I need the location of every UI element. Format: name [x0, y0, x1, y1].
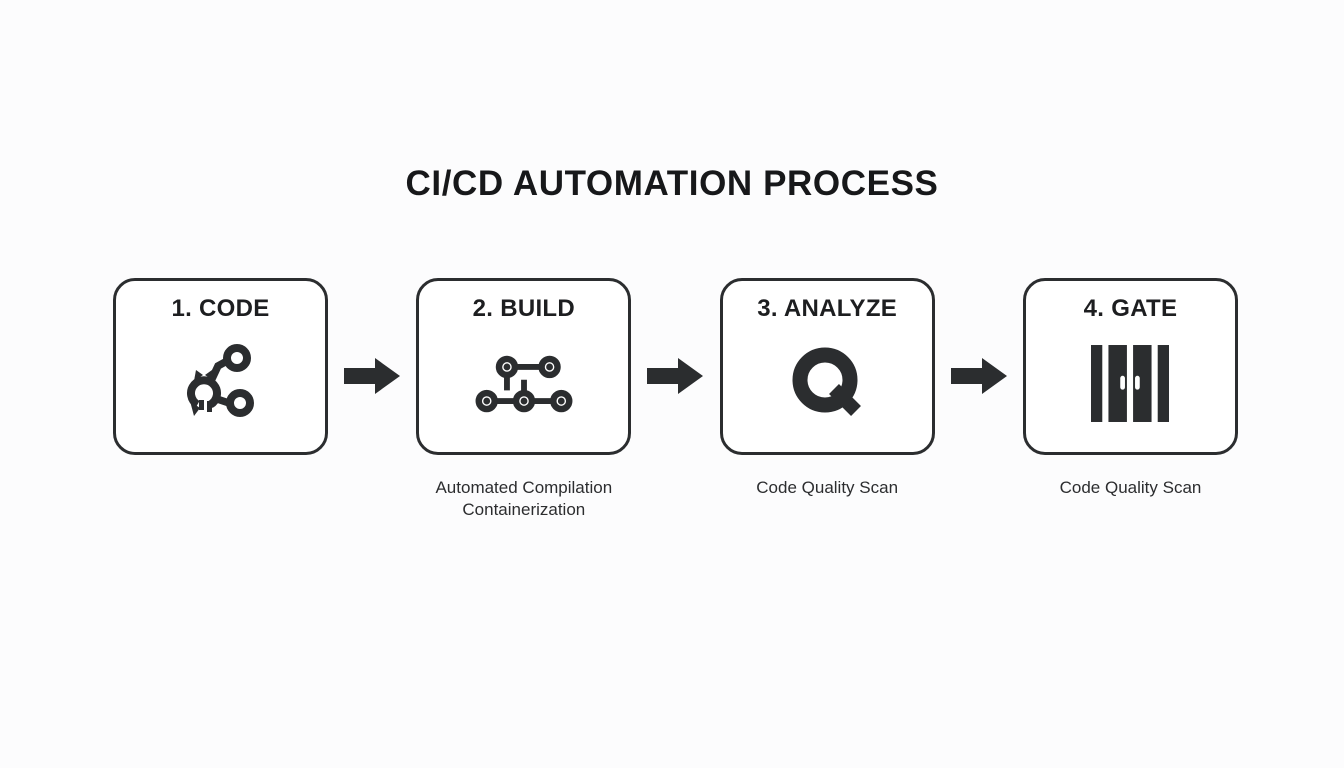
git-branch-icon: [186, 343, 254, 417]
flow-arrow-2: [631, 278, 719, 455]
step-gate-box: 4. GATE: [1022, 278, 1238, 455]
step-build-title: 2. BUILD: [472, 295, 576, 322]
step-code-icon-area: [181, 325, 261, 442]
step-build-caption: Automated Compilation Containerization: [435, 478, 613, 520]
right-arrow-icon: [647, 357, 704, 394]
step-code-title: 1. CODE: [171, 295, 270, 322]
flow-arrow-1: [328, 278, 416, 455]
step-analyze-box: 3. ANALYZE: [719, 278, 935, 455]
step-analyze: 3. ANALYZE Code Quality Scan: [719, 278, 935, 499]
step-code: 1. CODE: [113, 278, 328, 478]
process-flow: 1. CODE: [113, 278, 1238, 522]
step-build-box: 2. BUILD: [416, 278, 632, 455]
step-analyze-icon-area: [789, 325, 865, 442]
step-gate: 4. GATE Code Quality Scan: [1022, 278, 1238, 499]
page-title: CI/CD AUTOMATION PROCESS: [405, 164, 939, 203]
right-arrow-icon: [950, 357, 1007, 394]
right-arrow-icon: [344, 357, 401, 394]
step-code-box: 1. CODE: [113, 278, 328, 455]
step-build: 2. BUILD: [416, 278, 632, 522]
quality-gate-icon: [1091, 345, 1170, 422]
step-analyze-caption: Code Quality Scan: [756, 478, 899, 497]
step-gate-caption: Code Quality Scan: [1059, 478, 1202, 497]
step-gate-icon-area: [1091, 325, 1170, 442]
step-build-icon-area: [475, 325, 573, 442]
step-gate-title: 4. GATE: [1083, 295, 1178, 322]
flow-arrow-3: [935, 278, 1023, 455]
quality-scan-q-icon: [792, 347, 862, 416]
pipeline-nodes-icon: [475, 355, 573, 412]
step-analyze-title: 3. ANALYZE: [757, 295, 898, 322]
